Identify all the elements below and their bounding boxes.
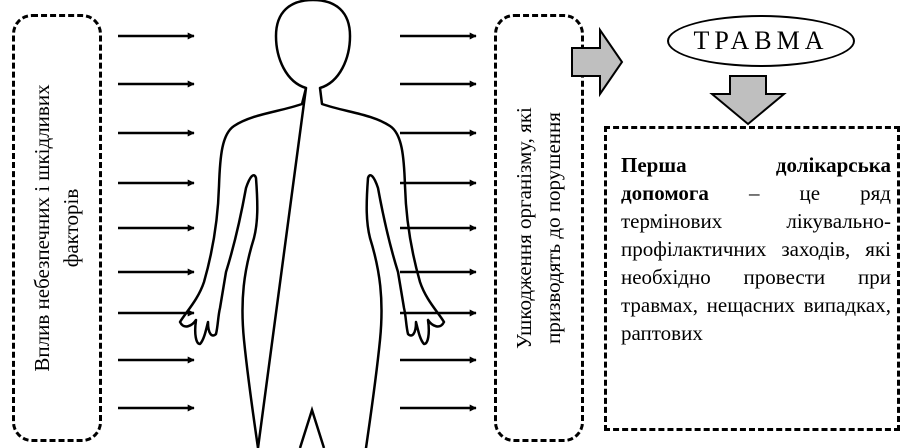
left-arrows [118,36,194,408]
trauma-ellipse: ТРАВМА [667,15,855,67]
definition-text: – це ряд термінових лікувально-профілакт… [621,181,891,345]
crotch-line [300,410,324,448]
right-arrows [400,36,476,408]
block-arrow-down [712,76,784,124]
human-silhouette [180,0,444,448]
first-aid-definition-box: Перша долікарська допомога – це ряд терм… [604,126,900,431]
block-arrow-right [572,30,622,94]
trauma-label: ТРАВМА [693,26,828,56]
